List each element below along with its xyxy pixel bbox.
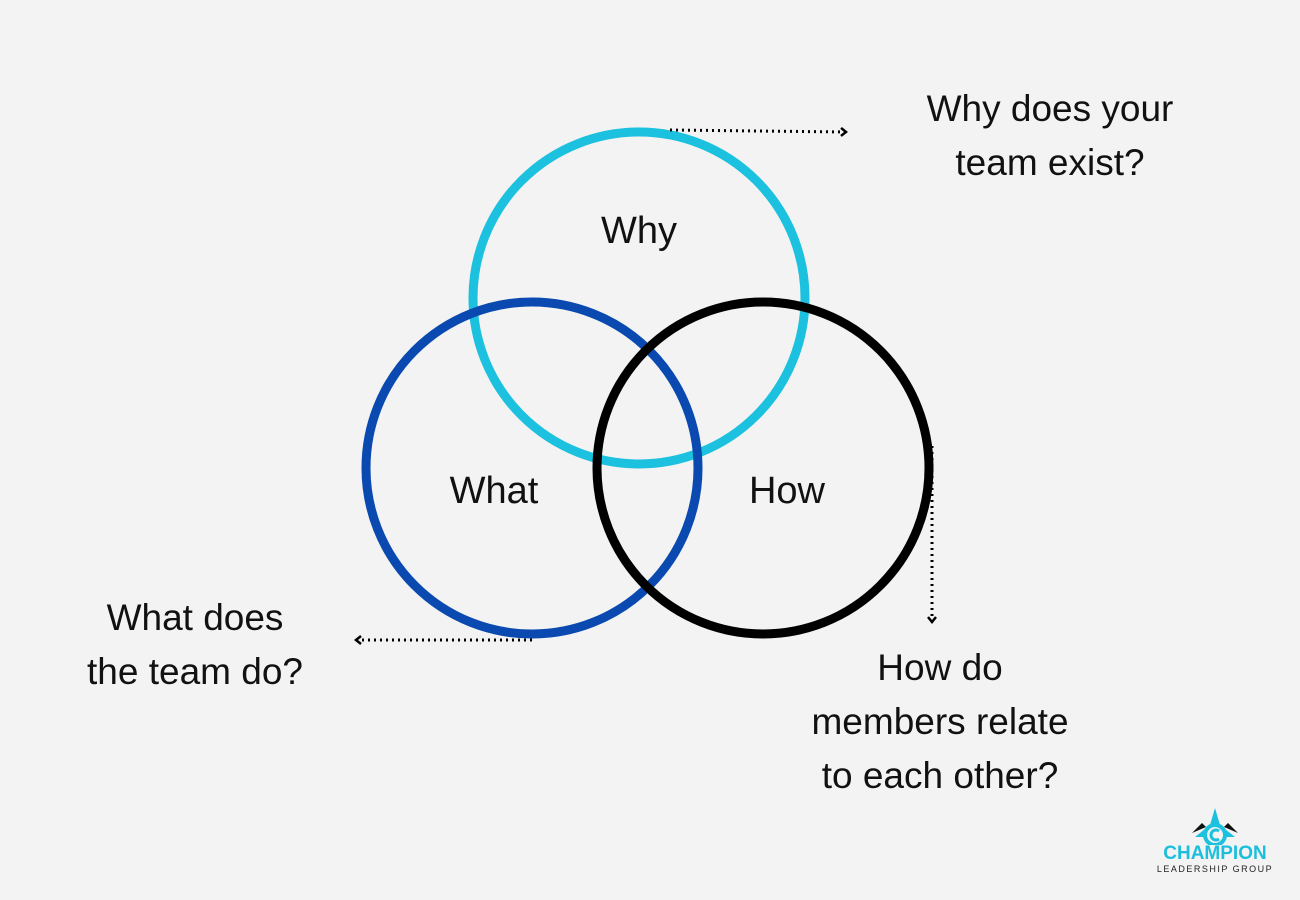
how-question-line: to each other?: [821, 755, 1059, 796]
how-question-line: How do: [877, 647, 1003, 688]
how-label: How: [748, 470, 826, 512]
why-label: Why: [601, 210, 677, 252]
why-circle: [468, 127, 810, 469]
champion-logo: CHAMPION LEADERSHIP GROUP: [1140, 805, 1290, 885]
what-question-line: What does: [106, 597, 284, 638]
why-question-line: team exist?: [955, 142, 1145, 183]
logo-name: CHAMPION: [1163, 843, 1267, 864]
what-label: What: [449, 470, 539, 512]
what-circle: [361, 297, 703, 639]
logo-tagline: LEADERSHIP GROUP: [1156, 864, 1274, 874]
why-question: Why does your team exist?: [880, 82, 1220, 190]
why-question-line: Why does your: [926, 88, 1174, 129]
what-question: What does the team do?: [30, 591, 360, 699]
how-circle: [592, 297, 934, 639]
how-question-line: members relate: [811, 701, 1069, 742]
compass-icon: [1192, 808, 1238, 845]
how-question: How do members relate to each other?: [760, 641, 1120, 803]
what-question-line: the team do?: [87, 651, 303, 692]
why-arrow: [669, 126, 849, 137]
